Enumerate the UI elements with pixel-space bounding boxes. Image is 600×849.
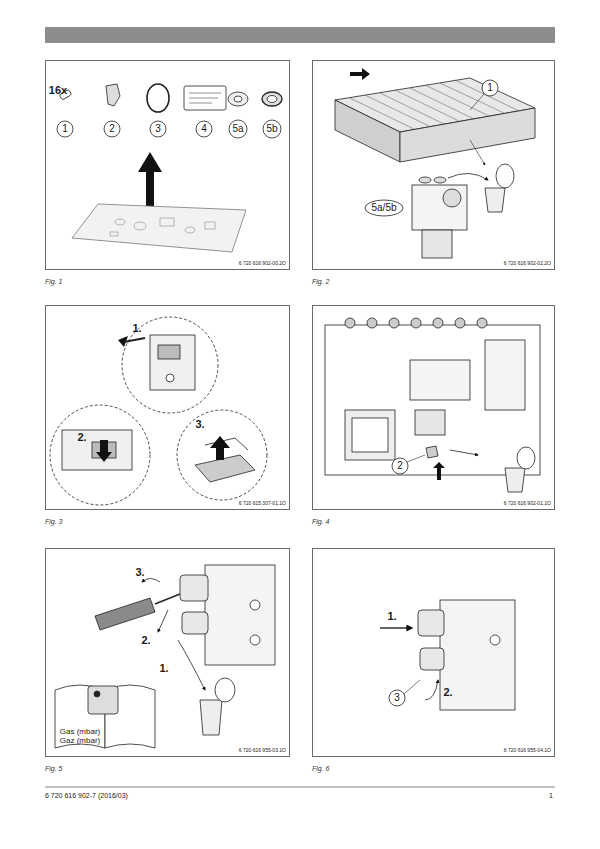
step-number: 2.	[443, 687, 452, 698]
figure-code: 6 720 615 307-01.1O	[239, 501, 286, 506]
parts-kit	[57, 84, 282, 252]
document-number: 6 720 616 902-7 (2016/03)	[45, 792, 128, 799]
step-number: 2.	[77, 432, 86, 443]
step-number: 1.	[387, 611, 396, 622]
step-number: 1.	[159, 663, 168, 674]
callout-number: 3	[155, 124, 161, 134]
figure-caption: Fig. 3	[45, 518, 63, 525]
callout-number: 1	[62, 124, 68, 134]
page-number: 1	[549, 792, 553, 799]
panel-frame	[45, 60, 290, 270]
figure-code: 6 720 616 955-03.1O	[239, 748, 286, 753]
panel-frame	[45, 305, 290, 510]
control-unit-steps	[50, 317, 267, 505]
book-text: Gas (mbar)	[60, 728, 100, 736]
heat-exchanger	[335, 68, 535, 258]
figure-caption: Fig. 6	[312, 765, 330, 772]
figure-panel: Fig. 4	[312, 305, 555, 527]
figure-code: 6 720 616 902-00.2O	[239, 261, 286, 266]
figure-code: 6 720 616 902-02.2O	[504, 261, 551, 266]
figure-panel: Fig. 2	[312, 60, 555, 287]
figure-panel: Fig. 6	[312, 548, 555, 774]
figure-caption: Fig. 2	[312, 278, 330, 285]
panel-frame	[312, 548, 555, 757]
step-number: 2.	[141, 635, 150, 646]
quantity-label: 16x	[49, 85, 67, 96]
figure-caption: Fig. 4	[312, 518, 330, 525]
panel-frame	[45, 548, 290, 757]
figure-code: 6 720 616 955-04.1O	[504, 748, 551, 753]
callout-number: 4	[201, 124, 207, 134]
figure-panel: Fig. 1	[45, 60, 290, 287]
step-number: 3.	[135, 567, 144, 578]
callout-number: 5a/5b	[371, 203, 396, 213]
callout-number: 5b	[266, 124, 277, 134]
step-number: 1.	[132, 323, 141, 334]
figure-caption: Fig. 1	[45, 278, 63, 285]
figure-caption: Fig. 5	[45, 765, 63, 772]
figure-code: 6 720 616 902-01.1O	[504, 501, 551, 506]
figure-panel: Fig. 3	[45, 305, 290, 527]
gas-valve-seal	[380, 600, 515, 710]
panel-frame	[312, 305, 555, 510]
step-number: 3.	[195, 419, 204, 430]
footer-rule	[45, 787, 555, 788]
gas-valve-adjust	[55, 565, 275, 748]
callout-number: 1	[487, 83, 493, 93]
callout-number: 5a	[232, 124, 243, 134]
book-text: Gaz (mbar)	[60, 737, 100, 745]
circuit-board	[325, 318, 540, 492]
callout-number: 2	[109, 124, 115, 134]
callout-number: 3	[394, 693, 400, 703]
header-bar	[45, 27, 555, 43]
callout-number: 2	[397, 461, 403, 471]
panel-frame	[312, 60, 555, 270]
